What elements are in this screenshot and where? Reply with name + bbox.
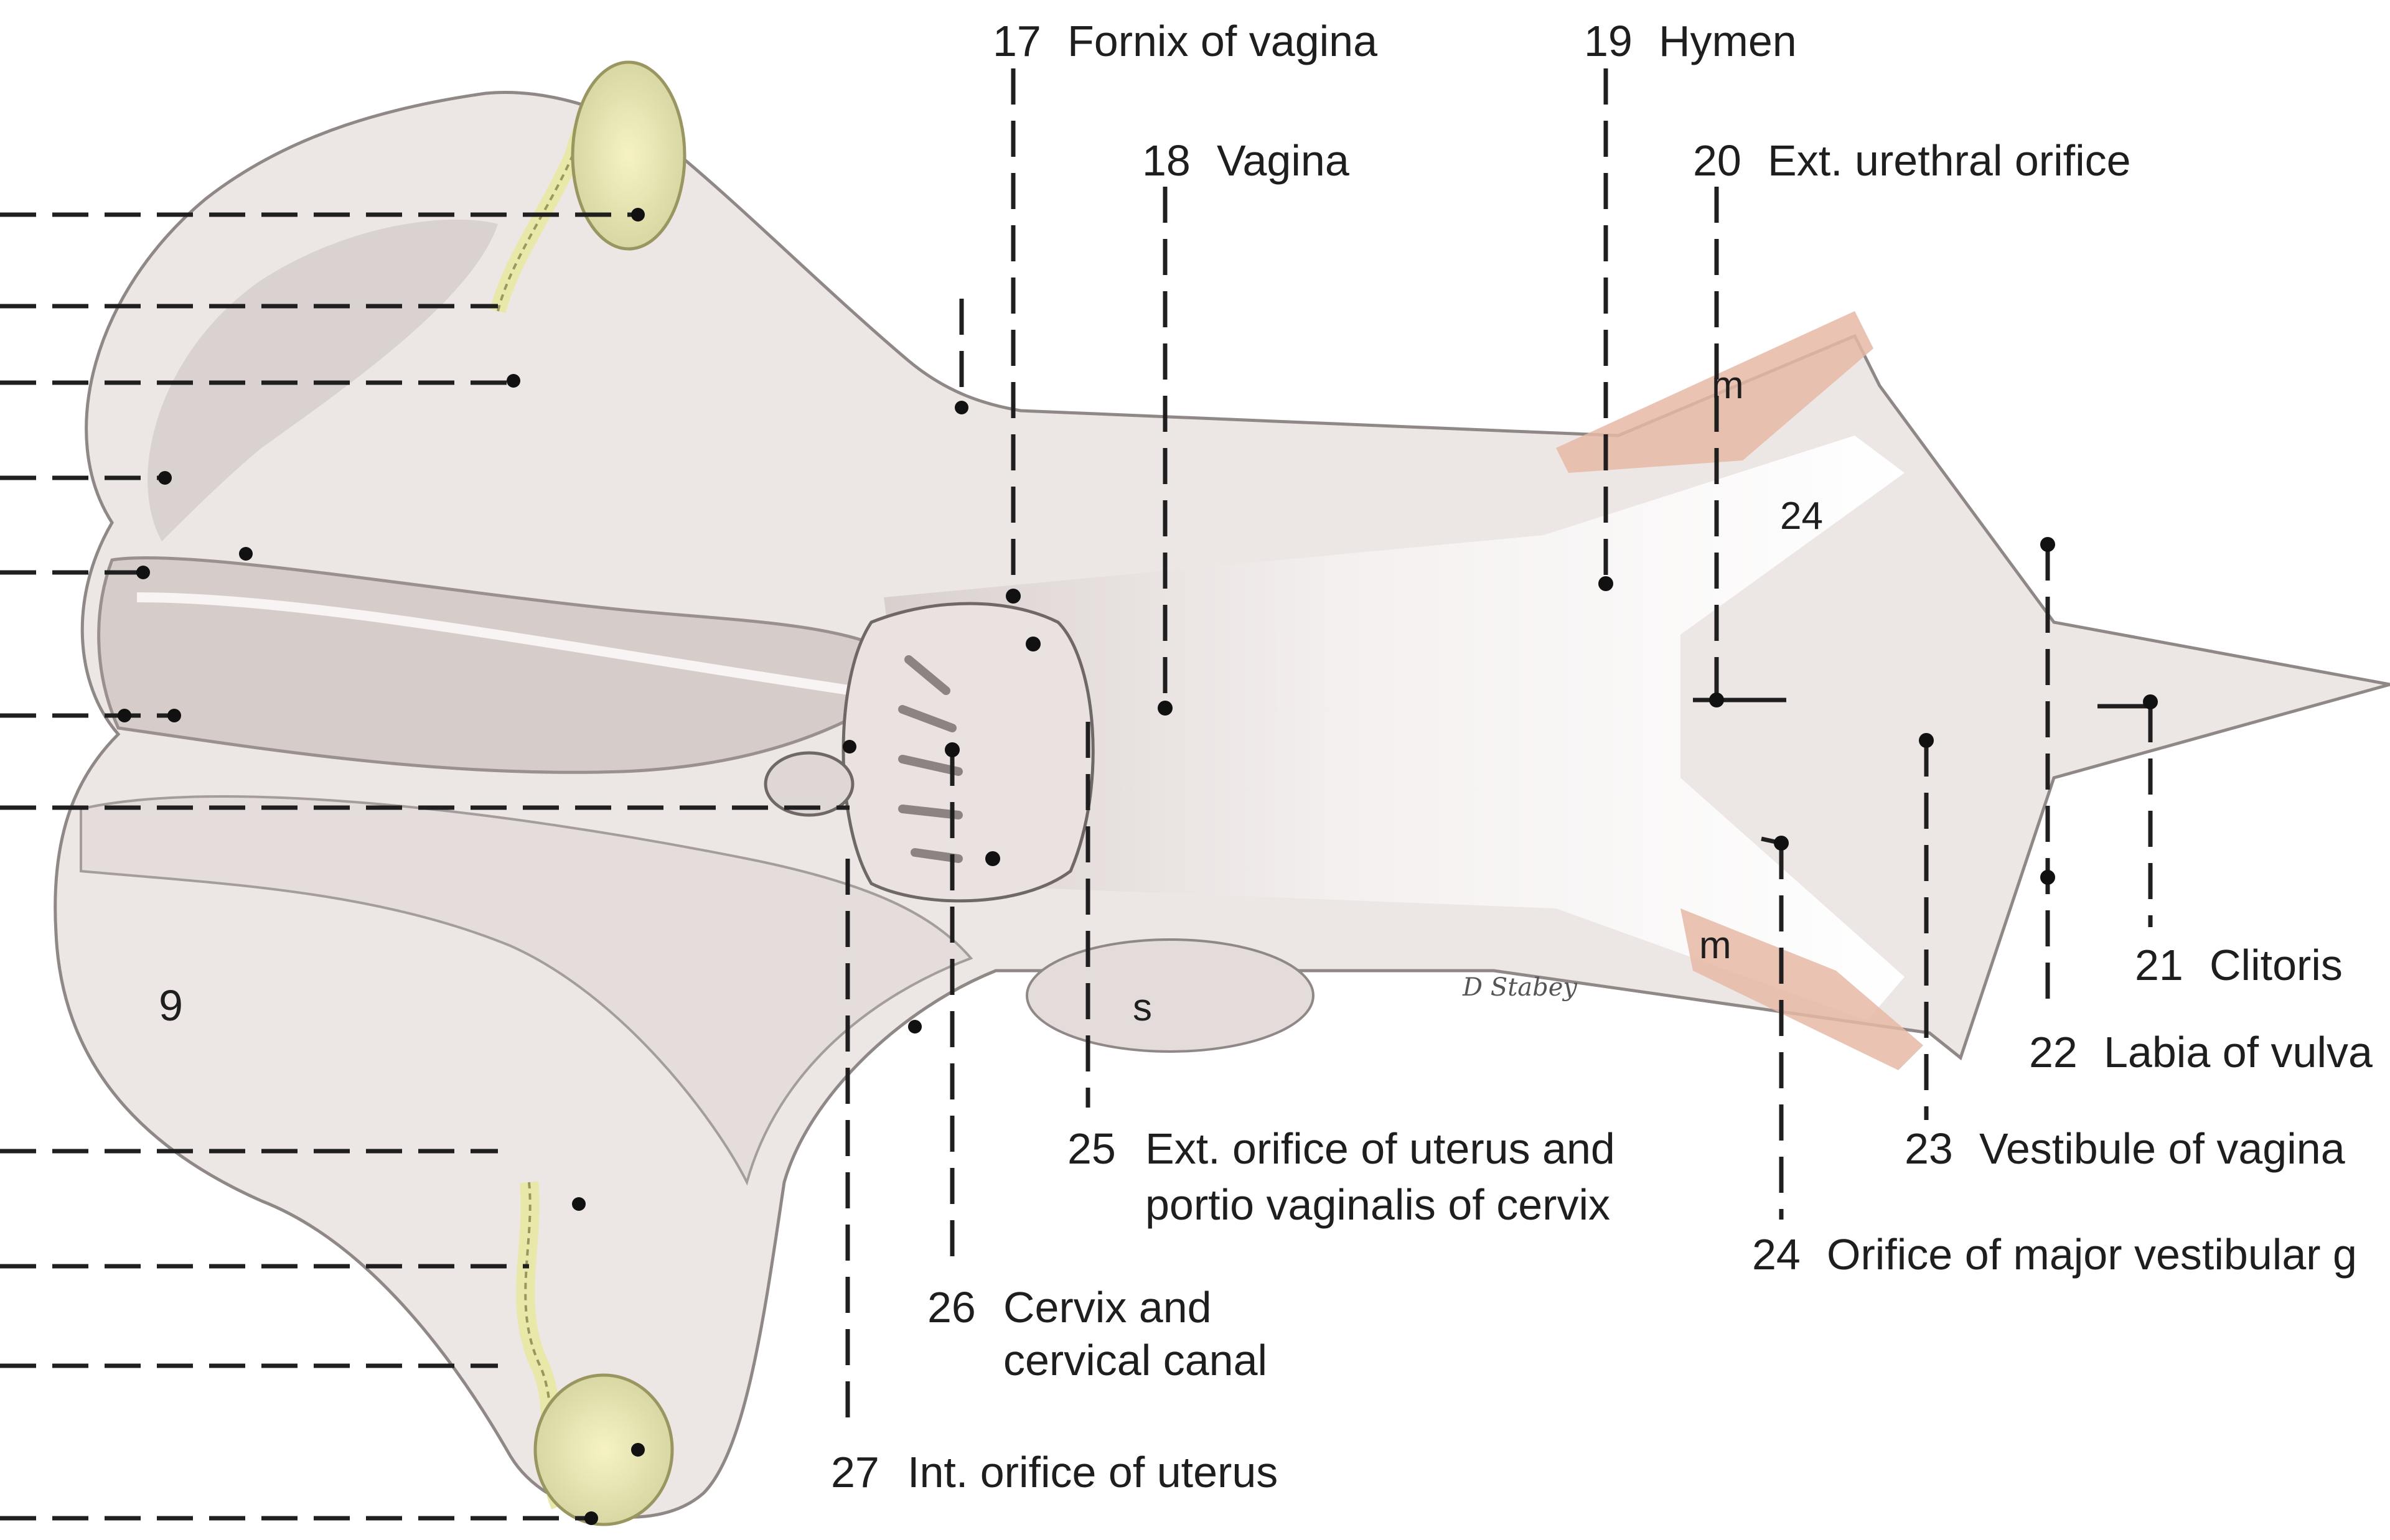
label-19: 19 Hymen (1584, 17, 1797, 65)
mark-nine: 9 (159, 981, 183, 1030)
label-25-line2: portio vaginalis of cervix (1145, 1180, 1610, 1229)
mark-s: s (1133, 986, 1152, 1029)
mark-24: 24 (1780, 495, 1823, 538)
label-27-num: 27 (831, 1448, 879, 1496)
label-23-num: 23 (1905, 1124, 1953, 1173)
label-26-line1: Cervix and (1003, 1283, 1212, 1332)
label-22-text: Labia of vulva (2104, 1028, 2373, 1076)
label-18-text: Vagina (1217, 136, 1349, 185)
label-21-num: 21 (2135, 941, 2183, 989)
label-24-num: 24 (1752, 1230, 1801, 1279)
label-20: 20 Ext. urethral orifice (1693, 136, 2131, 185)
label-22-num: 22 (2029, 1028, 2078, 1076)
label-19-num: 19 (1584, 17, 1633, 65)
label-24: 24 Orifice of major vestibular g (1752, 1230, 2357, 1279)
label-26-line2: cervical canal (1003, 1336, 1267, 1384)
label-23-text: Vestibule of vagina (1979, 1124, 2345, 1173)
label-24-text: Orifice of major vestibular g (1827, 1230, 2357, 1279)
cervix (843, 604, 1093, 901)
label-25-num: 25 (1067, 1124, 1116, 1173)
signature: D Stabey (1462, 973, 1578, 1002)
label-26: 26 Cervix and cervical canal (927, 1283, 1267, 1384)
ovary-lower (535, 1375, 672, 1524)
label-17: 17 Fornix of vagina (993, 17, 1377, 65)
label-17-num: 17 (993, 17, 1041, 65)
mark-m-lower: m (1699, 924, 1732, 967)
label-22: 22 Labia of vulva (2029, 1028, 2373, 1076)
label-18: 18 Vagina (1142, 136, 1349, 185)
label-27: 27 Int. orifice of uterus (831, 1448, 1278, 1496)
label-25-line1: Ext. orifice of uterus and (1145, 1124, 1615, 1173)
label-23: 23 Vestibule of vagina (1905, 1124, 2345, 1173)
label-17-text: Fornix of vagina (1067, 17, 1377, 65)
ovary-upper (573, 62, 685, 249)
label-26-num: 26 (927, 1283, 976, 1332)
label-19-text: Hymen (1659, 17, 1797, 65)
label-25: 25 Ext. orifice of uterus and portio vag… (1067, 1124, 1615, 1229)
label-18-num: 18 (1142, 136, 1191, 185)
label-21-text: Clitoris (2210, 941, 2343, 989)
label-21: 21 Clitoris (2135, 941, 2343, 989)
label-20-text: Ext. urethral orifice (1768, 136, 2131, 185)
s-structure (1027, 940, 1313, 1052)
label-20-num: 20 (1693, 136, 1741, 185)
label-27-text: Int. orifice of uterus (907, 1448, 1278, 1496)
